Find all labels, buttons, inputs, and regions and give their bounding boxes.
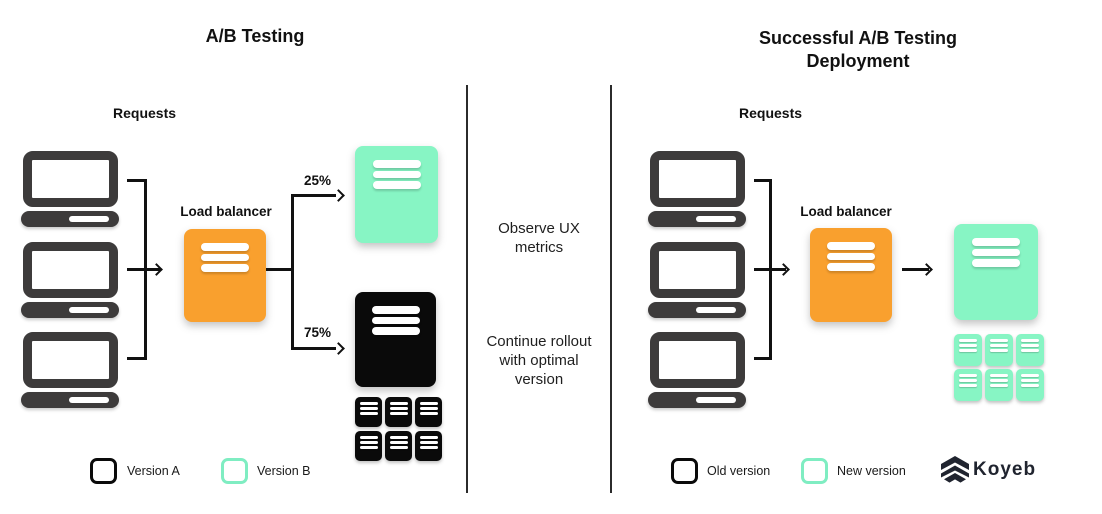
- arrow-line: [127, 268, 160, 271]
- menu-lines-icon: [359, 402, 378, 415]
- replica-box: [415, 431, 442, 461]
- laptop-screen: [650, 332, 745, 388]
- replica-box: [1016, 334, 1044, 366]
- bracket-line: [754, 179, 772, 182]
- laptop-slot: [69, 307, 109, 313]
- laptop-base: [648, 392, 746, 408]
- replica-box: [385, 431, 412, 461]
- arrow-head-icon: [150, 262, 163, 276]
- arrow-line: [291, 347, 336, 350]
- laptop-screen: [23, 332, 118, 388]
- replica-box: [985, 369, 1013, 401]
- version-a-server-box: [355, 292, 436, 387]
- load-balancer-box: [184, 229, 266, 322]
- arrow-head-icon: [332, 341, 345, 355]
- menu-lines-icon: [827, 242, 875, 271]
- menu-lines-icon: [419, 436, 438, 449]
- menu-lines-icon: [359, 436, 378, 449]
- laptop-slot: [69, 397, 109, 403]
- replica-box: [1016, 369, 1044, 401]
- version-b-server-box: [355, 146, 438, 243]
- right-panel-title: Successful A/B Testing Deployment: [758, 28, 958, 72]
- legend-swatch-version-a: [90, 458, 117, 484]
- legend-swatch-version-b: [221, 458, 248, 484]
- right-load-balancer-label: Load balancer: [800, 204, 892, 219]
- laptop-base: [648, 302, 746, 318]
- bracket-line: [127, 357, 146, 360]
- laptop-icon: [21, 151, 119, 227]
- laptop-base: [21, 211, 119, 227]
- laptop-slot: [696, 397, 736, 403]
- divider-line: [610, 85, 612, 493]
- replica-box: [954, 369, 982, 401]
- new-version-server-box: [954, 224, 1038, 320]
- menu-lines-icon: [389, 436, 408, 449]
- laptop-slot: [696, 216, 736, 222]
- split-25-label: 25%: [304, 173, 332, 188]
- menu-lines-icon: [959, 374, 977, 387]
- bracket-line: [754, 357, 772, 360]
- laptop-slot: [69, 216, 109, 222]
- menu-lines-icon: [972, 238, 1020, 267]
- legend-swatch-new-version: [801, 458, 828, 484]
- menu-lines-icon: [419, 402, 438, 415]
- split-75-label: 75%: [304, 325, 332, 340]
- split-line: [291, 195, 294, 349]
- legend-label-new-version: New version: [837, 464, 906, 478]
- note-continue-rollout: Continue rollout with optimal version: [486, 333, 592, 388]
- bracket-line: [127, 179, 146, 182]
- laptop-screen: [650, 151, 745, 207]
- legend-label-version-b: Version B: [257, 464, 311, 478]
- replica-box: [985, 334, 1013, 366]
- replica-box: [415, 397, 442, 427]
- koyeb-brand-text: Koyeb: [973, 459, 1037, 480]
- arrow-head-icon: [920, 262, 933, 276]
- menu-lines-icon: [1021, 374, 1039, 387]
- arrow-head-icon: [777, 262, 790, 276]
- laptop-icon: [648, 332, 746, 408]
- menu-lines-icon: [372, 160, 421, 189]
- replica-box: [385, 397, 412, 427]
- laptop-screen: [650, 242, 745, 298]
- laptop-slot: [696, 307, 736, 313]
- laptop-icon: [21, 242, 119, 318]
- legend-label-old-version: Old version: [707, 464, 771, 478]
- left-requests-label: Requests: [113, 105, 177, 121]
- split-line: [266, 268, 293, 271]
- right-requests-label: Requests: [739, 105, 803, 121]
- menu-lines-icon: [990, 374, 1008, 387]
- new-version-replica-grid: [954, 334, 1044, 401]
- replica-box: [355, 397, 382, 427]
- arrow-line: [291, 194, 336, 197]
- laptop-screen: [23, 242, 118, 298]
- arrow-line: [754, 268, 786, 271]
- menu-lines-icon: [389, 402, 408, 415]
- menu-lines-icon: [201, 243, 249, 272]
- note-observe-ux-metrics: Observe UX metrics: [498, 220, 580, 256]
- left-panel-title: A/B Testing: [205, 26, 305, 46]
- menu-lines-icon: [1021, 339, 1039, 352]
- replica-box: [954, 334, 982, 366]
- left-load-balancer-label: Load balancer: [180, 204, 272, 219]
- legend-label-version-a: Version A: [127, 464, 180, 478]
- version-a-replica-grid: [355, 397, 442, 461]
- laptop-icon: [648, 242, 746, 318]
- laptop-base: [21, 302, 119, 318]
- arrow-line: [902, 268, 929, 271]
- divider-line: [466, 85, 468, 493]
- koyeb-logo-icon: [941, 456, 969, 483]
- laptop-base: [648, 211, 746, 227]
- laptop-base: [21, 392, 119, 408]
- menu-lines-icon: [990, 339, 1008, 352]
- replica-box: [355, 431, 382, 461]
- menu-lines-icon: [959, 339, 977, 352]
- load-balancer-box: [810, 228, 892, 322]
- laptop-screen: [23, 151, 118, 207]
- legend-swatch-old-version: [671, 458, 698, 484]
- arrow-head-icon: [332, 188, 345, 202]
- laptop-icon: [21, 332, 119, 408]
- menu-lines-icon: [371, 306, 420, 335]
- laptop-icon: [648, 151, 746, 227]
